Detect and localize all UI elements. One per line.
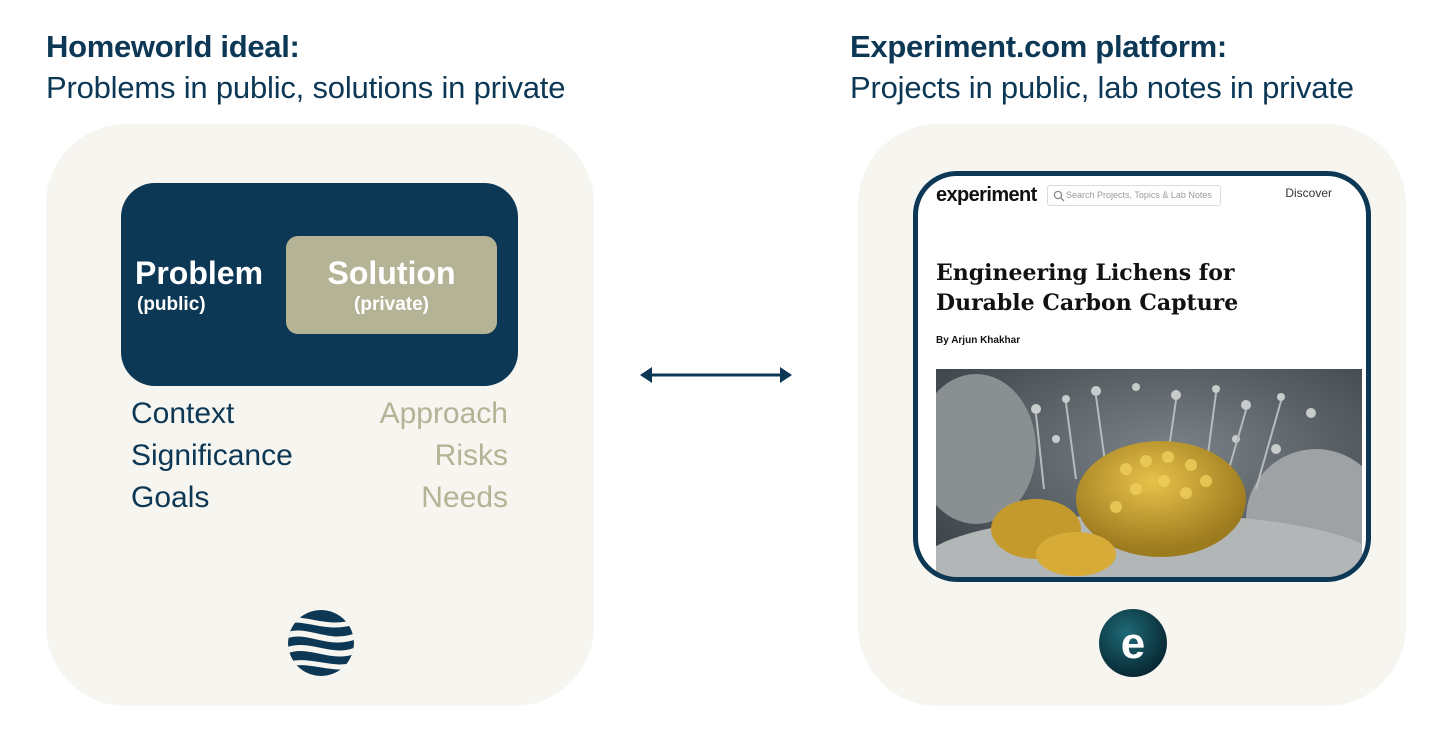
left-heading-subtitle: Problems in public, solutions in private — [46, 70, 566, 105]
list-item: Significance — [131, 439, 293, 472]
double-arrow-icon — [640, 367, 792, 383]
list-item: Needs — [421, 481, 508, 514]
list-item: Approach — [379, 397, 508, 430]
right-heading: Experiment.com platform: Projects in pub… — [850, 28, 1354, 110]
badge-letter: e — [1121, 619, 1145, 668]
solution-title: Solution — [327, 255, 456, 291]
problem-title: Problem — [135, 255, 264, 291]
homeworld-globe-logo-icon — [288, 610, 354, 676]
experiment-badge-icon: e — [1099, 609, 1167, 677]
list-item: Risks — [434, 439, 508, 472]
search-input[interactable]: Search Projects, Topics & Lab Notes — [1047, 185, 1221, 206]
experiment-logo[interactable]: experiment — [936, 184, 1037, 206]
public-items-list: Context Significance Goals — [131, 393, 293, 519]
solution-subtitle: (private) — [354, 294, 429, 315]
problem-subtitle: (public) — [137, 294, 206, 315]
search-icon — [1053, 190, 1065, 202]
right-heading-title: Experiment.com platform: — [850, 29, 1227, 64]
left-heading-title: Homeworld ideal: — [46, 29, 300, 64]
lichen-hero-image — [936, 369, 1362, 577]
right-heading-subtitle: Projects in public, lab notes in private — [850, 70, 1354, 105]
list-item: Context — [131, 397, 235, 430]
search-placeholder: Search Projects, Topics & Lab Notes — [1066, 190, 1212, 200]
private-items-list: Approach Risks Needs — [380, 393, 508, 519]
experiment-page-screenshot: experiment Search Projects, Topics & Lab… — [913, 171, 1371, 582]
left-heading: Homeworld ideal: Problems in public, sol… — [46, 28, 565, 110]
list-item: Goals — [131, 481, 210, 514]
solution-box — [286, 236, 497, 334]
project-byline: By Arjun Khakhar — [936, 335, 1021, 346]
nav-discover-link[interactable]: Discover — [1285, 186, 1332, 200]
project-title: Engineering Lichens for Durable Carbon C… — [936, 260, 1239, 316]
